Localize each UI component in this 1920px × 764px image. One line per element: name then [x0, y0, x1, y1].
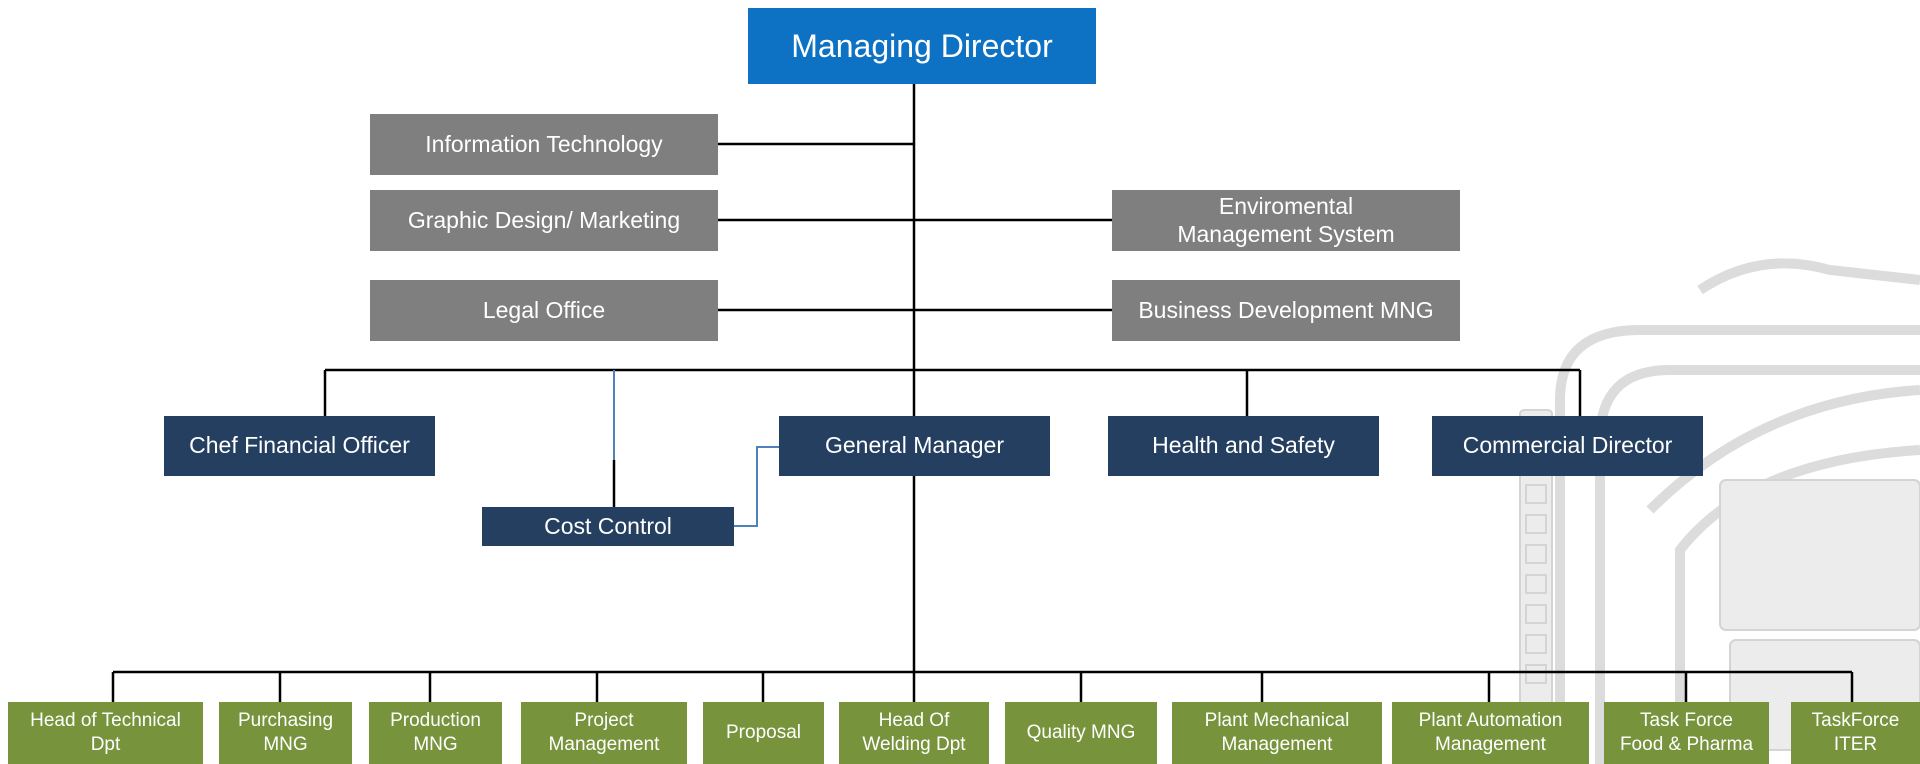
legal-office-label: Legal Office: [482, 296, 606, 323]
cost-control-label: Cost Control: [544, 512, 672, 539]
department-box-plant-mechanical[interactable]: Plant Mechanical Management: [1172, 702, 1382, 764]
department-label: Head of Technical Dpt: [30, 710, 181, 755]
health-and-safety-label: Health and Safety: [1152, 432, 1335, 459]
department-box-purchasing[interactable]: Purchasing MNG: [219, 702, 352, 764]
department-label: Project Management: [548, 710, 660, 755]
department-box-taskforce-iter[interactable]: TaskForce ITER: [1791, 702, 1920, 764]
department-label: Purchasing MNG: [237, 710, 334, 755]
cost-control-box[interactable]: Cost Control: [482, 507, 734, 546]
commercial-director-label: Commercial Director: [1462, 432, 1673, 459]
information-technology-label: Information Technology: [425, 130, 663, 157]
department-box-production[interactable]: Production MNG: [369, 702, 502, 764]
department-label: Production MNG: [390, 710, 481, 755]
department-box-head-of-technical[interactable]: Head of Technical Dpt: [8, 702, 203, 764]
department-box-project-management[interactable]: Project Management: [521, 702, 687, 764]
information-technology-box[interactable]: Information Technology: [370, 114, 718, 175]
legal-office-box[interactable]: Legal Office: [370, 280, 718, 341]
business-development-box[interactable]: Business Development MNG: [1112, 280, 1460, 341]
department-box-plant-automation[interactable]: Plant Automation Management: [1392, 702, 1589, 764]
managing-director-box[interactable]: Managing Director: [748, 8, 1096, 84]
environmental-management-box[interactable]: Enviromental Management System: [1112, 190, 1460, 251]
general-manager-box[interactable]: General Manager: [779, 416, 1050, 476]
department-box-head-of-welding[interactable]: Head Of Welding Dpt: [839, 702, 989, 764]
department-label: Plant Automation Management: [1418, 710, 1563, 755]
chef-financial-officer-box[interactable]: Chef Financial Officer: [164, 416, 435, 476]
commercial-director-box[interactable]: Commercial Director: [1432, 416, 1703, 476]
department-label: Head Of Welding Dpt: [862, 710, 966, 755]
graphic-design-marketing-box[interactable]: Graphic Design/ Marketing: [370, 190, 718, 251]
chef-financial-officer-label: Chef Financial Officer: [189, 432, 410, 459]
department-label: TaskForce ITER: [1811, 710, 1900, 755]
environmental-management-label: Enviromental Management System: [1177, 192, 1395, 247]
department-label: Proposal: [726, 722, 801, 744]
department-label: Task Force Food & Pharma: [1619, 710, 1754, 755]
department-box-proposal[interactable]: Proposal: [703, 702, 824, 764]
health-and-safety-box[interactable]: Health and Safety: [1108, 416, 1379, 476]
department-label: Plant Mechanical Management: [1204, 710, 1350, 755]
department-label: Quality MNG: [1026, 722, 1136, 744]
business-development-label: Business Development MNG: [1138, 296, 1434, 323]
managing-director-label: Managing Director: [791, 27, 1053, 64]
gm-cost-control-link: [734, 446, 779, 527]
general-manager-label: General Manager: [825, 432, 1004, 459]
department-box-quality[interactable]: Quality MNG: [1005, 702, 1157, 764]
department-box-task-force-food-pharma[interactable]: Task Force Food & Pharma: [1604, 702, 1769, 764]
graphic-design-marketing-label: Graphic Design/ Marketing: [407, 206, 681, 233]
